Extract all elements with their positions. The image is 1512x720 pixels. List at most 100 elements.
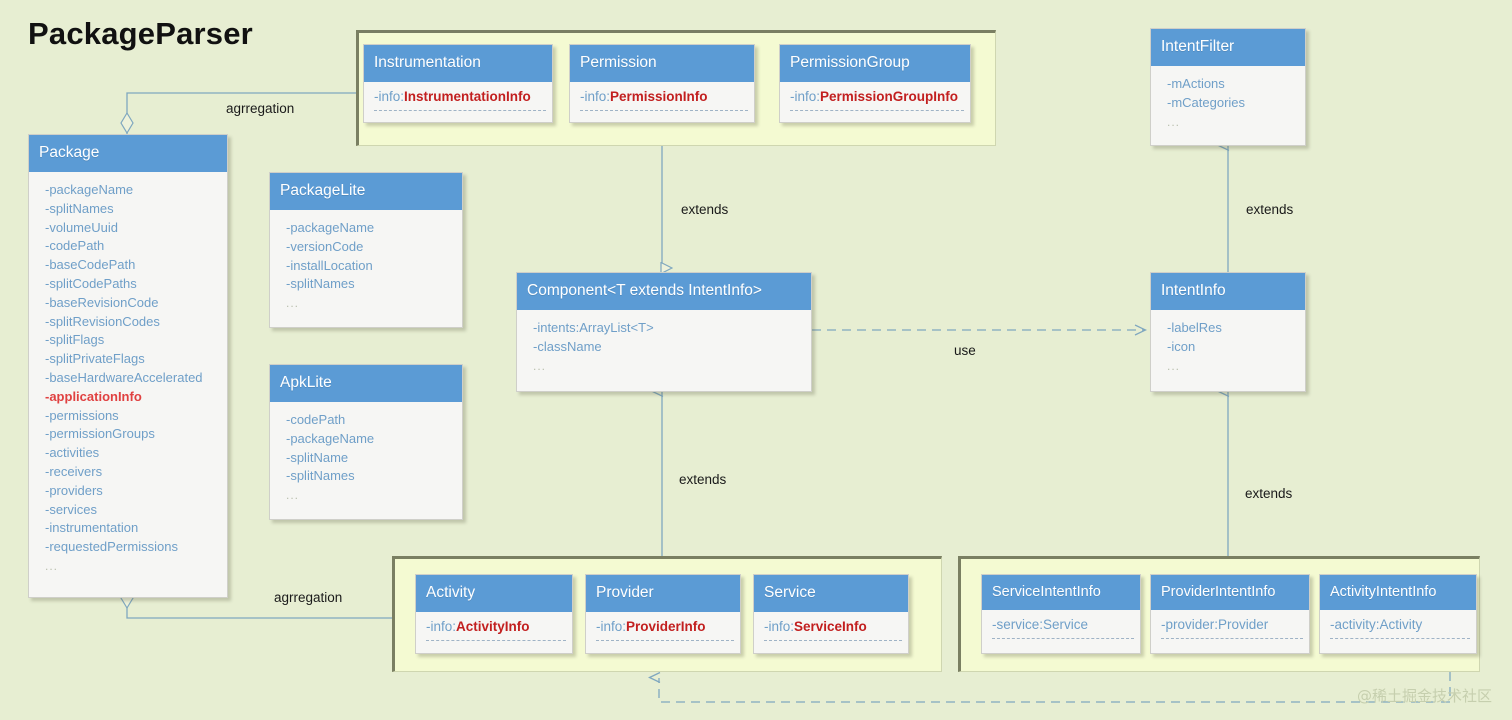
attribute-type: ActivityInfo <box>456 619 530 634</box>
class-title-service-intent-info: ServiceIntentInfo <box>982 575 1140 610</box>
class-attributes-provider: -info:ProviderInfo <box>586 612 740 647</box>
attribute-row: -packageName <box>45 182 134 197</box>
relation-label-extends-intentinfo: extends <box>1246 202 1294 217</box>
class-title-service: Service <box>754 575 908 612</box>
class-box-instrumentation[interactable]: Instrumentation -info:InstrumentationInf… <box>363 44 553 123</box>
attribute-row-ellipsis: ... <box>1167 114 1181 129</box>
class-title-instrumentation: Instrumentation <box>364 45 552 82</box>
attribute-type: InstrumentationInfo <box>404 89 531 104</box>
attribute-row: -services <box>45 501 98 517</box>
attribute-row: -splitNames <box>45 200 114 216</box>
class-attributes-package: -packageName -splitNames -volumeUuid -co… <box>29 172 227 586</box>
attribute-row: -activity:Activity <box>1330 617 1470 636</box>
class-box-service[interactable]: Service -info:ServiceInfo <box>753 574 909 654</box>
class-attributes-activity-intent-info: -activity:Activity <box>1320 610 1476 645</box>
relation-label-aggregation-top: agrregation <box>226 101 295 116</box>
class-title-permission: Permission <box>570 45 754 82</box>
attribute-row: -info:PermissionGroupInfo <box>790 89 964 108</box>
attribute-row: -info:ActivityInfo <box>426 619 566 638</box>
class-title-permission-group: PermissionGroup <box>780 45 970 82</box>
attribute-row: -splitName <box>286 449 349 465</box>
class-box-apk-lite[interactable]: ApkLite -codePath -packageName -splitNam… <box>269 364 463 520</box>
class-title-component: Component<T extends IntentInfo> <box>517 273 811 310</box>
attribute-row: -info:InstrumentationInfo <box>374 89 546 108</box>
attribute-row: -requestedPermissions <box>45 539 178 555</box>
attribute-row: -baseCodePath <box>45 257 136 273</box>
attribute-row: -packageName <box>286 220 375 235</box>
class-attributes-service: -info:ServiceInfo <box>754 612 908 647</box>
attribute-row-ellipsis: ... <box>286 488 300 503</box>
attribute-row: -splitPrivateFlags <box>45 351 145 367</box>
class-title-package-lite: PackageLite <box>270 173 462 210</box>
attribute-key: -info: <box>580 89 611 104</box>
attribute-row: -mActions <box>1167 76 1225 91</box>
class-attributes-provider-intent-info: -provider:Provider <box>1151 610 1309 645</box>
class-attributes-intent-info: -labelRes -icon ... <box>1151 310 1305 385</box>
class-title-activity-intent-info: ActivityIntentInfo <box>1320 575 1476 610</box>
attribute-key: -info: <box>374 89 405 104</box>
class-title-provider: Provider <box>586 575 740 612</box>
attribute-type: ServiceInfo <box>794 619 867 634</box>
class-attributes-package-lite: -packageName -versionCode -installLocati… <box>270 210 462 323</box>
attribute-key: -activity: <box>1330 617 1380 632</box>
attribute-type: ProviderInfo <box>626 619 706 634</box>
attribute-row-ellipsis: ... <box>533 358 547 373</box>
divider <box>426 640 566 641</box>
attribute-row: -instrumentation <box>45 520 139 536</box>
relation-label-aggregation-bottom: agrregation <box>274 590 343 605</box>
class-box-package-lite[interactable]: PackageLite -packageName -versionCode -i… <box>269 172 463 328</box>
class-box-intent-filter[interactable]: IntentFilter -mActions -mCategories ... <box>1150 28 1306 146</box>
divider <box>1330 638 1470 639</box>
divider <box>992 638 1134 639</box>
class-title-apk-lite: ApkLite <box>270 365 462 402</box>
class-box-activity-intent-info[interactable]: ActivityIntentInfo -activity:Activity <box>1319 574 1477 654</box>
class-box-provider[interactable]: Provider -info:ProviderInfo <box>585 574 741 654</box>
divider <box>580 110 748 111</box>
attribute-type: Activity <box>1379 617 1423 632</box>
class-box-permission[interactable]: Permission -info:PermissionInfo <box>569 44 755 123</box>
class-attributes-instrumentation: -info:InstrumentationInfo <box>364 82 552 117</box>
attribute-row: -permissions <box>45 407 119 423</box>
watermark: @稀土掘金技术社区 <box>1356 687 1492 705</box>
attribute-key: -info: <box>426 619 457 634</box>
class-attributes-service-intent-info: -service:Service <box>982 610 1140 645</box>
attribute-row: -receivers <box>45 463 103 479</box>
class-title-package: Package <box>29 135 227 172</box>
class-title-provider-intent-info: ProviderIntentInfo <box>1151 575 1309 610</box>
attribute-type: Provider <box>1218 617 1269 632</box>
attribute-row: -packageName <box>286 430 375 446</box>
attribute-key: -info: <box>764 619 795 634</box>
attribute-row-ellipsis: ... <box>45 558 59 573</box>
attribute-type: Service <box>1043 617 1089 632</box>
attribute-type: PermissionGroupInfo <box>820 89 959 104</box>
class-box-component[interactable]: Component<T extends IntentInfo> -intents… <box>516 272 812 392</box>
attribute-row: -service:Service <box>992 617 1134 636</box>
attribute-row: -splitRevisionCodes <box>45 313 160 329</box>
attribute-type: PermissionInfo <box>610 89 708 104</box>
class-box-intent-info[interactable]: IntentInfo -labelRes -icon ... <box>1150 272 1306 392</box>
attribute-row: -className <box>533 338 602 354</box>
class-box-service-intent-info[interactable]: ServiceIntentInfo -service:Service <box>981 574 1141 654</box>
class-title-activity: Activity <box>416 575 572 612</box>
class-attributes-permission-group: -info:PermissionGroupInfo <box>780 82 970 117</box>
attribute-key: -info: <box>790 89 821 104</box>
divider <box>790 110 964 111</box>
attribute-row: -baseRevisionCode <box>45 294 159 310</box>
class-box-activity[interactable]: Activity -info:ActivityInfo <box>415 574 573 654</box>
divider <box>374 110 546 111</box>
attribute-row: -splitNames <box>286 468 355 484</box>
class-box-package[interactable]: Package -packageName -splitNames -volume… <box>28 134 228 598</box>
attribute-row-highlighted: -applicationInfo <box>45 388 142 404</box>
class-attributes-intent-filter: -mActions -mCategories ... <box>1151 66 1305 141</box>
class-box-permission-group[interactable]: PermissionGroup -info:PermissionGroupInf… <box>779 44 971 123</box>
class-attributes-apk-lite: -codePath -packageName -splitName -split… <box>270 402 462 515</box>
class-box-provider-intent-info[interactable]: ProviderIntentInfo -provider:Provider <box>1150 574 1310 654</box>
attribute-key: -info: <box>596 619 627 634</box>
relation-label-extends-subintentinfos: extends <box>1245 486 1293 501</box>
attribute-row: -volumeUuid <box>45 219 118 235</box>
class-title-intent-info: IntentInfo <box>1151 273 1305 310</box>
attribute-row: -info:PermissionInfo <box>580 89 748 108</box>
attribute-row: -info:ProviderInfo <box>596 619 734 638</box>
attribute-key: -service: <box>992 617 1044 632</box>
